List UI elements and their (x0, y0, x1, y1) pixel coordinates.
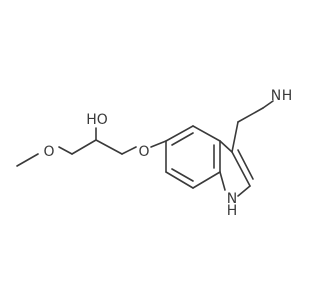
bond-ch2-ch (71, 139, 97, 155)
bond-ring-2 (192, 125, 221, 142)
bond-n-c7a (219, 171, 226, 191)
bond-o-ring (150, 140, 167, 148)
bond-ring-double-3 (171, 168, 194, 182)
bond-ring-1 (165, 125, 194, 142)
label-indole-n: N (227, 191, 237, 207)
bond-ring-double-1 (171, 132, 194, 146)
bond-c3a-c3 (219, 140, 233, 153)
bond-ring-5 (165, 171, 194, 189)
bond-ch2-ch2 (237, 107, 264, 123)
label-indole-h: H (227, 203, 238, 219)
bond-c3-c2 (231, 151, 251, 187)
label-ether-o1: O (43, 144, 54, 160)
bond-ch3-o (16, 153, 39, 167)
bond-ring-4 (192, 171, 221, 189)
molecule-diagram: N H HO O O N H (16, 88, 292, 219)
bond-o-ch2 (58, 146, 73, 155)
bonds (16, 100, 274, 197)
label-ether-o2: O (138, 144, 149, 160)
bond-c2-n (237, 185, 251, 197)
label-hydroxyl: HO (86, 112, 108, 128)
bond-ch2-o (121, 146, 137, 155)
atom-labels: N H HO O O N H (43, 88, 292, 219)
bond-ch-ch2 (95, 139, 123, 155)
bond-c3-ch2 (231, 121, 239, 153)
label-amine-h: H (282, 88, 293, 104)
bond-c3-c2-double (237, 149, 254, 180)
structure-canvas: N H HO O O N H (16, 88, 292, 219)
bond-ch2-n (262, 100, 274, 109)
label-amine-n: N (271, 88, 281, 104)
